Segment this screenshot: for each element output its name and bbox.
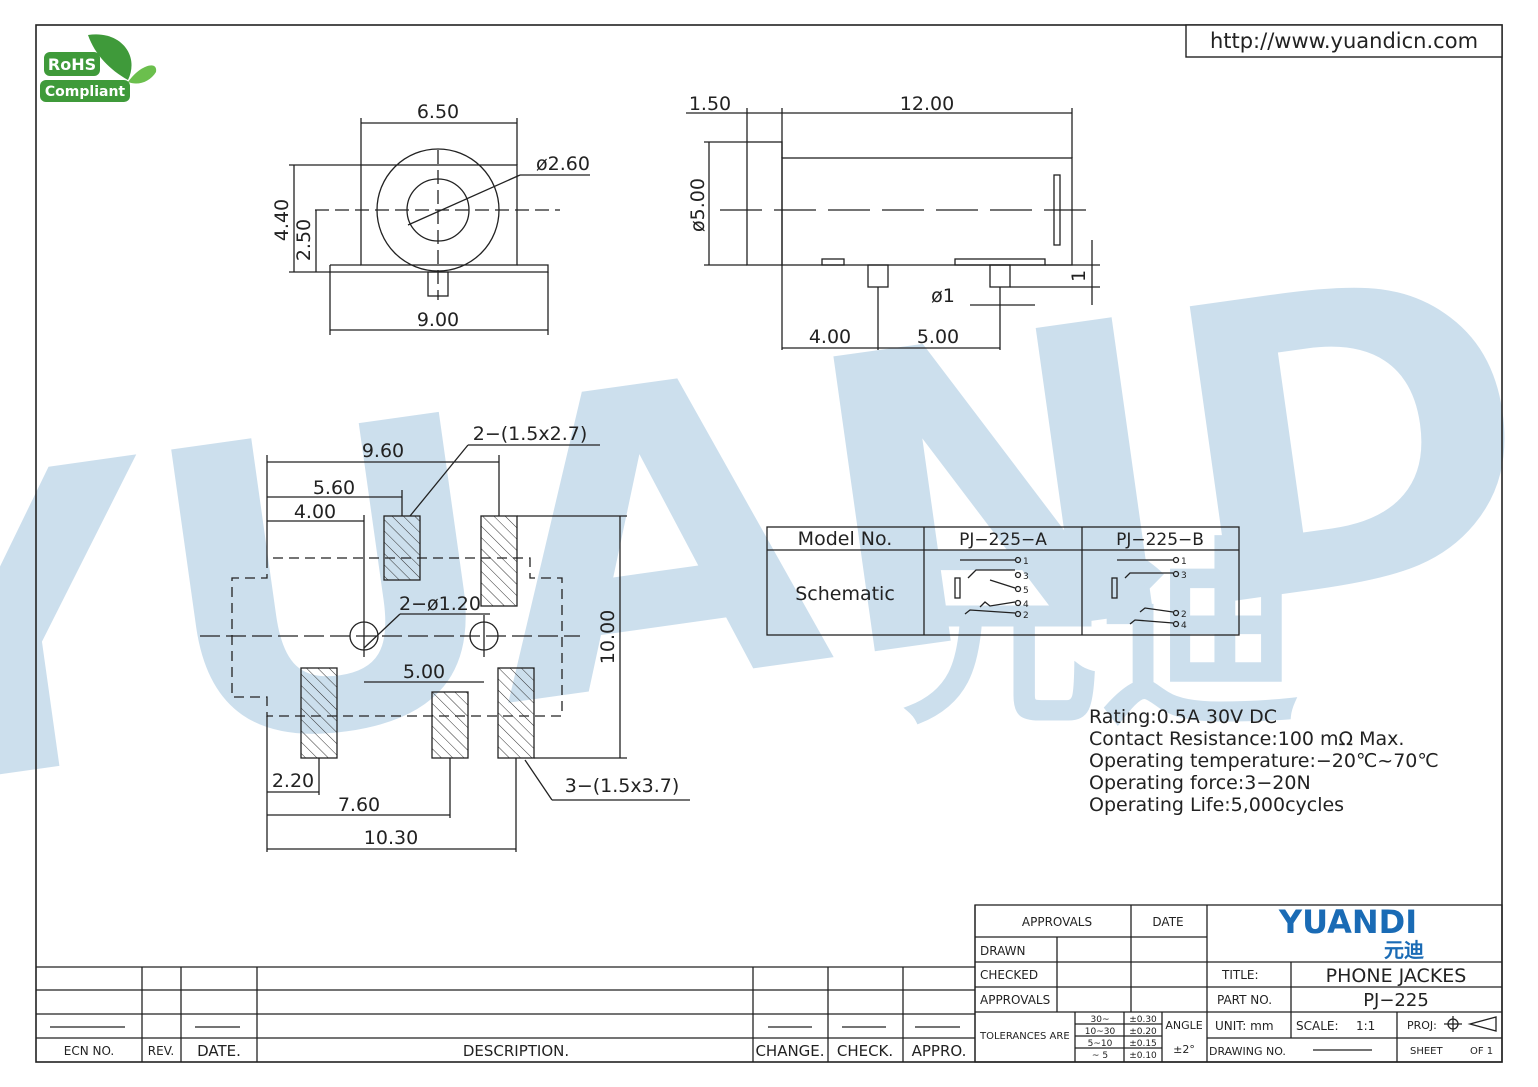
spec-life: Operating Life:5,000cycles xyxy=(1089,794,1344,816)
tb-checked: CHECKED xyxy=(980,968,1038,982)
tol-value-3: ±0.15 xyxy=(1129,1039,1157,1049)
pad-top-note: 2−(1.5x2.7) xyxy=(473,423,588,445)
tb-of: OF 1 xyxy=(1470,1046,1493,1057)
rev-col-description: DESCRIPTION. xyxy=(463,1042,569,1060)
rev-col-rev: REV. xyxy=(148,1044,174,1058)
tb-approvals-header: APPROVALS xyxy=(1022,915,1092,929)
pcb-dim-960: 9.60 xyxy=(362,440,404,462)
watermark-cn: 元迪 xyxy=(900,520,1300,753)
hole-note: 2−ø1.20 xyxy=(399,593,481,615)
front-view xyxy=(289,118,590,335)
specifications: Rating:0.5A 30V DC Contact Resistance:10… xyxy=(1089,706,1439,816)
compliant-text: Compliant xyxy=(45,84,126,100)
a-pin-3: 3 xyxy=(1023,572,1029,582)
brand-text: YUANDI xyxy=(1278,903,1417,941)
b-pin-1: 1 xyxy=(1181,557,1187,567)
rohs-logo: RoHS Compliant xyxy=(40,34,157,102)
brand-cn: 元迪 xyxy=(1384,938,1424,962)
tb-sheet: SHEET xyxy=(1410,1046,1444,1057)
pcb-dim-1030: 10.30 xyxy=(364,827,418,849)
spec-force: Operating force:3−20N xyxy=(1089,772,1311,794)
side-pin-offset-1: 4.00 xyxy=(809,326,851,348)
table-header-model: Model No. xyxy=(798,528,893,550)
table-header-b: PJ−225−B xyxy=(1116,530,1204,550)
tol-range-4: ~ 5 xyxy=(1092,1051,1108,1061)
b-pin-4: 4 xyxy=(1181,621,1187,631)
pcb-dim-760: 7.60 xyxy=(338,794,380,816)
tol-range-3: 5~10 xyxy=(1088,1039,1113,1049)
tb-angle-value: ±2° xyxy=(1173,1043,1195,1056)
rev-col-change: CHANGE. xyxy=(755,1042,824,1060)
tb-drawing-no: DRAWING NO. xyxy=(1209,1045,1286,1058)
website-url: http://www.yuandicn.com xyxy=(1210,29,1478,53)
side-flange: 1.50 xyxy=(689,93,731,115)
tb-angle: ANGLE xyxy=(1165,1019,1202,1032)
tb-scale-value: 1:1 xyxy=(1356,1019,1375,1033)
pcb-dim-560: 5.60 xyxy=(313,477,355,499)
side-diameter: ø5.00 xyxy=(687,178,709,232)
table-row-label: Schematic xyxy=(795,583,895,605)
a-pin-2: 2 xyxy=(1023,611,1029,621)
url-box: http://www.yuandicn.com xyxy=(1185,24,1503,58)
tol-range-2: 10~30 xyxy=(1085,1027,1116,1037)
pcb-dim-220: 2.20 xyxy=(272,770,314,792)
front-width-top: 6.50 xyxy=(417,101,459,123)
tb-part-label: PART NO. xyxy=(1217,993,1272,1007)
pcb-dim-400: 4.00 xyxy=(294,501,336,523)
rev-col-appro: APPRO. xyxy=(912,1042,967,1060)
tol-value-4: ±0.10 xyxy=(1129,1051,1157,1061)
revision-block xyxy=(36,905,976,1062)
side-length: 12.00 xyxy=(900,93,954,115)
front-diameter: ø2.60 xyxy=(536,153,590,175)
tb-proj: PROJ: xyxy=(1407,1019,1437,1032)
a-pin-1: 1 xyxy=(1023,557,1029,567)
tb-tolerances: TOLERANCES ARE xyxy=(979,1031,1070,1042)
sheet-border xyxy=(35,24,1503,1063)
side-view xyxy=(686,108,1100,350)
a-pin-4: 4 xyxy=(1023,600,1029,610)
spec-rating: Rating:0.5A 30V DC xyxy=(1089,706,1277,728)
table-header-a: PJ−225−A xyxy=(959,530,1047,550)
b-pin-3: 3 xyxy=(1181,571,1187,581)
tol-range-1: 30~ xyxy=(1091,1015,1110,1025)
spec-temperature: Operating temperature:−20℃~70℃ xyxy=(1089,750,1439,772)
front-width-base: 9.00 xyxy=(417,309,459,331)
tb-unit: UNIT: mm xyxy=(1215,1019,1274,1033)
pcb-height: 10.00 xyxy=(597,610,619,664)
pcb-layout xyxy=(200,444,690,852)
tb-part-value: PJ−225 xyxy=(1363,990,1429,1011)
tb-date-header: DATE xyxy=(1152,915,1183,929)
spec-resistance: Contact Resistance:100 mΩ Max. xyxy=(1089,728,1404,750)
tb-title-label: TITLE: xyxy=(1221,968,1259,982)
tb-approvals: APPROVALS xyxy=(980,993,1050,1007)
a-pin-5: 5 xyxy=(1023,586,1029,596)
front-height-center: 2.50 xyxy=(293,219,315,261)
tb-scale-label: SCALE: xyxy=(1296,1019,1339,1033)
hole-spacing: 5.00 xyxy=(403,661,445,683)
pad-bottom-note: 3−(1.5x3.7) xyxy=(565,775,680,797)
side-pin-height: 1 xyxy=(1068,270,1090,282)
yuandi-brand-logo: YUANDI 元迪 xyxy=(1278,903,1424,962)
tol-value-1: ±0.30 xyxy=(1129,1015,1157,1025)
tb-drawn: DRAWN xyxy=(980,944,1026,958)
rev-col-date: DATE. xyxy=(197,1042,241,1060)
schematic-table xyxy=(766,526,1240,636)
side-pin-diameter: ø1 xyxy=(931,285,955,307)
rev-col-ecn: ECN NO. xyxy=(64,1044,115,1058)
tb-title-value: PHONE JACKES xyxy=(1326,965,1467,987)
rev-col-check: CHECK. xyxy=(837,1042,893,1060)
rohs-text: RoHS xyxy=(48,55,96,74)
side-pin-offset-2: 5.00 xyxy=(917,326,959,348)
tol-value-2: ±0.20 xyxy=(1129,1027,1157,1037)
b-pin-2: 2 xyxy=(1181,610,1187,620)
title-block xyxy=(974,904,1503,1063)
front-height-total: 4.40 xyxy=(271,199,293,241)
